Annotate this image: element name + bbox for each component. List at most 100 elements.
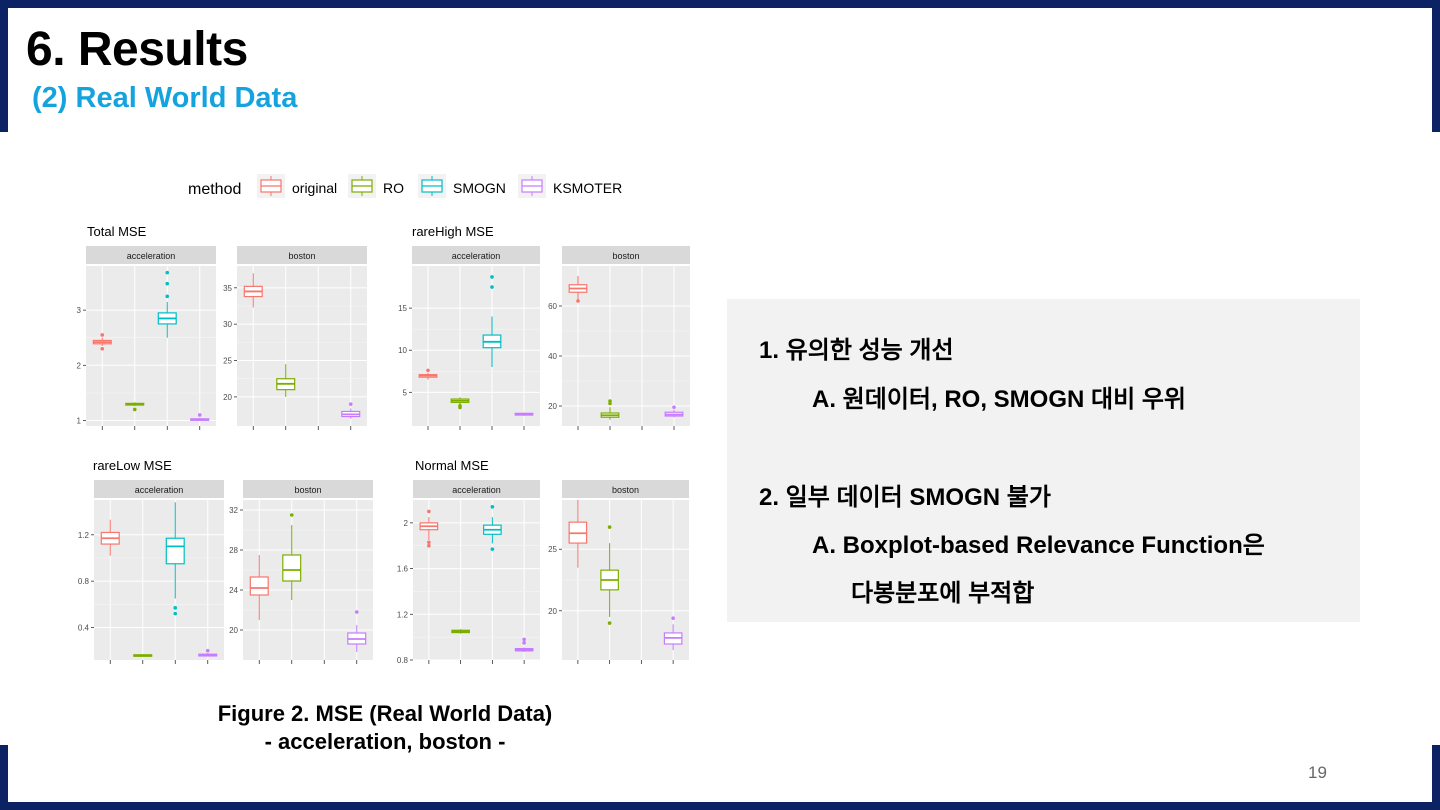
box-ro [600,399,620,420]
legend-label: original [292,180,337,196]
note-item-2: 2. 일부 데이터 SMOGN 불가 [759,484,1051,511]
box-ro [450,397,470,410]
box-original [92,333,112,351]
y-tick-label: 2 [404,519,409,528]
outlier-point [427,509,431,514]
boxplot-figure: method original RO SMOGN KSMOTER Total MSE acc… [60,160,720,680]
box-iqr [249,576,269,596]
legend-title: method [188,181,241,198]
legend-label: SMOGN [453,180,506,196]
outlier-point [427,540,431,545]
y-tick-label: 28 [229,546,238,555]
y-tick-label: 15 [398,304,407,313]
legend: method original RO SMOGN KSMOTER [188,174,622,198]
facet-strip [413,480,540,498]
outlier-point [165,270,170,275]
slide-subtitle: (2) Real World Data [32,82,298,114]
outlier-point [426,368,430,373]
outlier-point [205,648,210,653]
outlier-point [672,405,676,410]
plot-area [412,266,540,426]
box-ro [600,525,619,625]
box-original [249,555,269,620]
box-ro [125,402,145,412]
box-ro [276,364,296,397]
subchart-title: rareHigh MSE [412,224,494,239]
y-tick-label: 40 [548,352,557,361]
outlier-point [490,275,494,279]
outlier-point [576,299,580,303]
outlier-point [490,547,495,551]
box-ro [282,513,302,600]
facet-panel-acceleration: acceleration 5 10 15 [398,246,540,430]
outlier-point [427,543,431,548]
slide-title: 6. Results [26,23,248,76]
legend-label: RO [383,180,404,196]
note-item-2a: A. Boxplot-based Relevance Function은 [812,532,1265,559]
box-original [419,509,439,548]
y-tick-label: 5 [403,388,408,397]
facet-panel-boston: boston 20 25 [548,480,689,664]
y-tick-label: 10 [398,346,407,355]
facet-strip-label: boston [288,251,315,261]
y-tick-label: 20 [548,607,557,616]
frame-top-bar [0,0,1440,8]
y-tick-label: 20 [223,393,232,402]
subchart-title: Total MSE [87,224,147,239]
facet-strip-label: acceleration [452,251,501,261]
box-smogn [483,505,502,551]
box-smogn [482,275,502,368]
caption-line-2: - acceleration, boston - [264,729,506,754]
box-original [100,519,120,556]
y-tick-label: 20 [548,402,557,411]
y-tick-label: 24 [229,586,238,595]
y-tick-label: 3 [77,306,82,315]
box-ksmoter [663,616,683,651]
facet-strip-label: boston [612,485,639,495]
facet-strip [562,246,690,264]
outlier-point [608,399,612,403]
facet-strip [562,480,689,498]
outlier-point [173,606,178,610]
y-tick-label: 2 [77,361,82,370]
y-tick-label: 30 [223,320,232,329]
facet-strip-label: acceleration [127,251,176,261]
boxplot-chart: method original RO SMOGN KSMOTER Total MSE acc… [77,174,690,665]
y-tick-label: 25 [548,545,557,554]
subchart-title: Normal MSE [415,458,489,473]
outlier-point [289,513,294,517]
box-ksmoter [664,405,684,418]
facet-strip [86,246,216,264]
note-item-1: 1. 유의한 성능 개선 [759,337,954,364]
outlier-point [100,346,105,351]
outlier-point [165,281,170,286]
y-tick-label: 0.8 [78,577,90,586]
legend-item-original: original [257,174,337,198]
notes-panel: 1. 유의한 성능 개선 A. 원데이터, RO, SMOGN 대비 우위 2.… [727,299,1360,622]
subchart-rarehigh-mse: rareHigh MSEacceleration51015boston20406… [398,224,690,430]
outlier-point [522,641,526,645]
facet-strip-label: boston [294,485,321,495]
frame-left-accent [0,0,8,132]
facet-strip [412,246,540,264]
page-number: 19 [1308,763,1327,782]
subchart-rarelow-mse: rareLow MSEacceleration0.40.81.2boston20… [78,458,373,664]
outlier-point [348,402,353,406]
outlier-point [173,611,178,616]
box-original [568,276,588,303]
frame-bottom-bar [0,802,1440,810]
box-original [418,368,438,380]
figure-caption: Figure 2. MSE (Real World Data) - accele… [150,700,620,756]
box-smogn [157,270,177,338]
legend-label: KSMOTER [553,180,622,196]
box-smogn [165,502,185,616]
outlier-point [608,401,612,406]
y-tick-label: 35 [223,284,232,293]
